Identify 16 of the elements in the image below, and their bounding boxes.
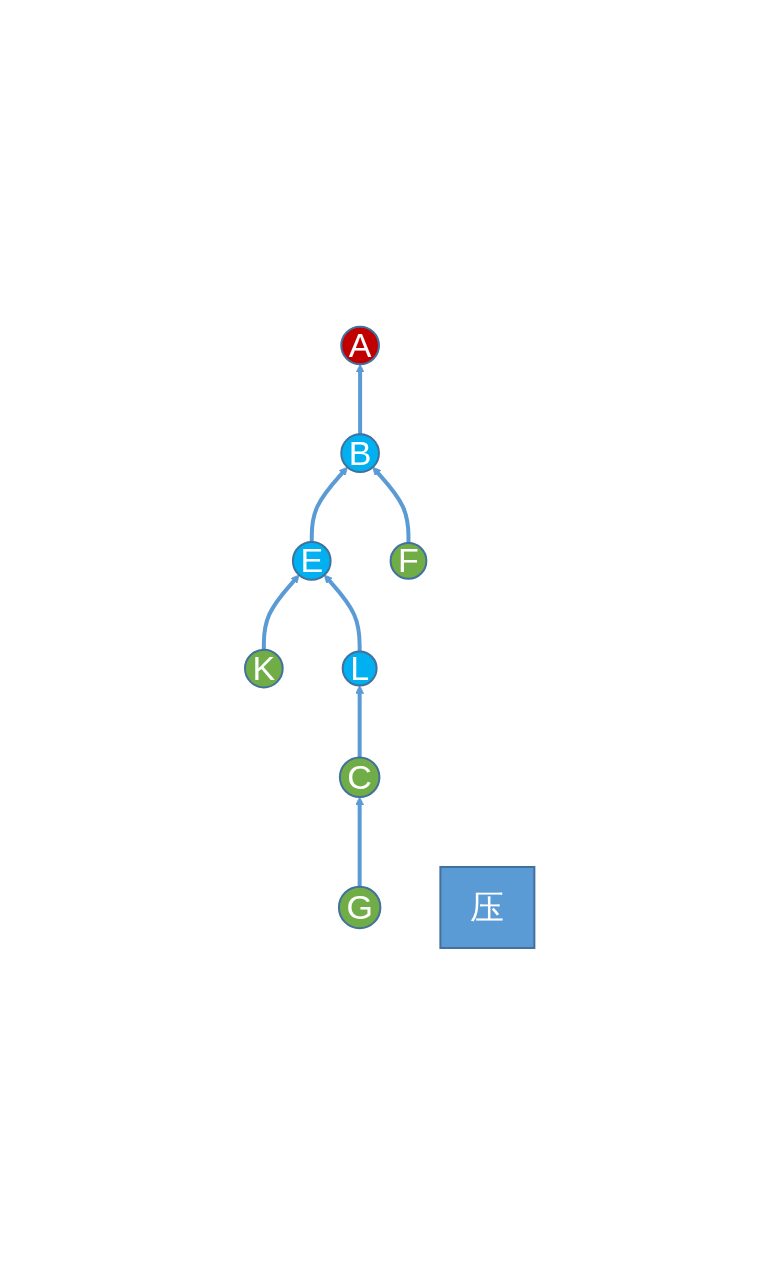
node-circle: E — [291, 541, 332, 581]
arrow — [261, 574, 300, 650]
node-box: 压 — [439, 866, 536, 949]
node-circle: C — [338, 756, 381, 798]
node-circle: F — [389, 542, 428, 580]
node-circle: A — [340, 325, 380, 366]
node-circle: K — [243, 648, 284, 689]
arrow — [323, 574, 362, 652]
arrow — [309, 466, 348, 543]
arrow — [355, 796, 364, 887]
arrow — [355, 685, 364, 758]
node-circle: B — [340, 433, 380, 474]
node-circle: G — [337, 885, 382, 930]
arrow — [372, 466, 411, 543]
node-circle: L — [341, 650, 378, 687]
arrow — [355, 363, 365, 435]
